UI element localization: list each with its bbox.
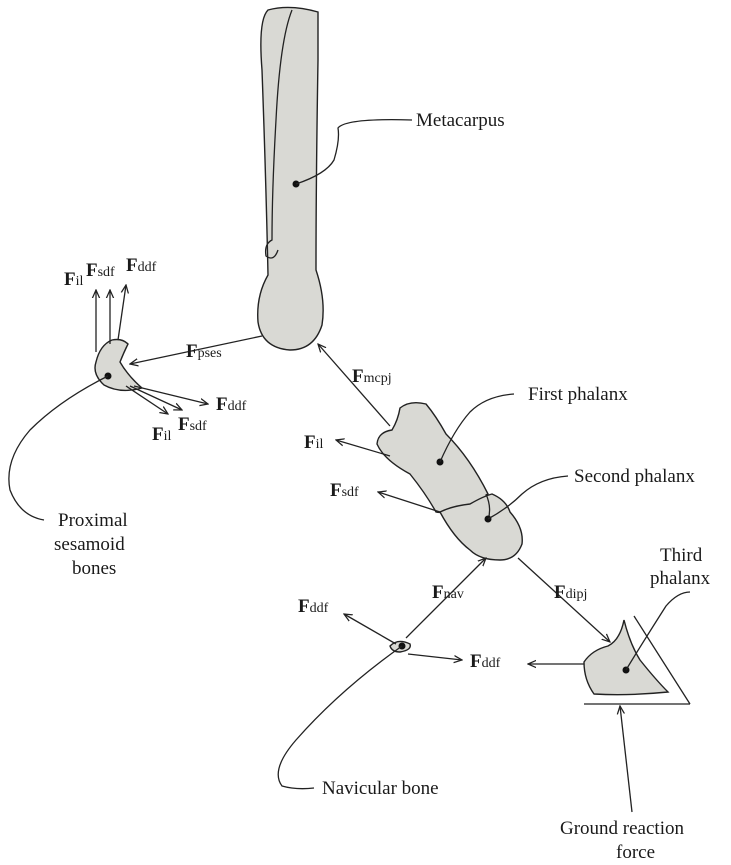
force-il-phalanx: Fil xyxy=(304,432,323,453)
force-mcpj: Fmcpj xyxy=(352,366,392,387)
first-phalanx-bone xyxy=(377,403,488,513)
label-metacarpus: Metacarpus xyxy=(416,110,505,131)
label-first-phalanx: First phalanx xyxy=(528,384,628,405)
leader-lines xyxy=(9,120,690,789)
metacarpus-bone xyxy=(258,7,323,350)
force-dipj: Fdipj xyxy=(554,582,587,603)
force-sdf-sesamoid: Fsdf xyxy=(178,414,207,435)
structure-labels: Metacarpus First phalanx Second phalanx … xyxy=(54,110,711,863)
label-proximal-line1: Proximal xyxy=(58,510,128,531)
force-il-up: Fil xyxy=(64,269,83,290)
force-ddf-navicular: Fddf xyxy=(298,596,329,617)
force-pses: Fpses xyxy=(186,341,222,362)
force-labels: Fil Fsdf Fddf Fddf Fsdf Fil Fpses Fmcpj … xyxy=(64,255,587,672)
force-il-sesamoid: Fil xyxy=(152,424,171,445)
label-second-phalanx: Second phalanx xyxy=(574,466,695,487)
label-ground-line2: force xyxy=(616,842,655,863)
label-proximal-line2: sesamoid xyxy=(54,534,125,555)
force-arrows xyxy=(96,285,632,812)
force-sdf-up: Fsdf xyxy=(86,260,115,281)
label-third-phalanx-line2: phalanx xyxy=(650,568,711,589)
proximal-sesamoid-bones xyxy=(95,340,142,391)
label-ground-line1: Ground reaction xyxy=(560,818,684,839)
force-sdf-phalanx: Fsdf xyxy=(330,480,359,501)
label-proximal-line3: bones xyxy=(72,558,116,579)
force-ddf-up: Fddf xyxy=(126,255,157,276)
force-ddf-sesamoid: Fddf xyxy=(216,394,247,415)
label-third-phalanx-line1: Third xyxy=(660,545,703,566)
third-phalanx-bone xyxy=(584,620,668,695)
label-navicular: Navicular bone xyxy=(322,778,439,799)
force-ddf-hoof: Fddf xyxy=(470,651,501,672)
